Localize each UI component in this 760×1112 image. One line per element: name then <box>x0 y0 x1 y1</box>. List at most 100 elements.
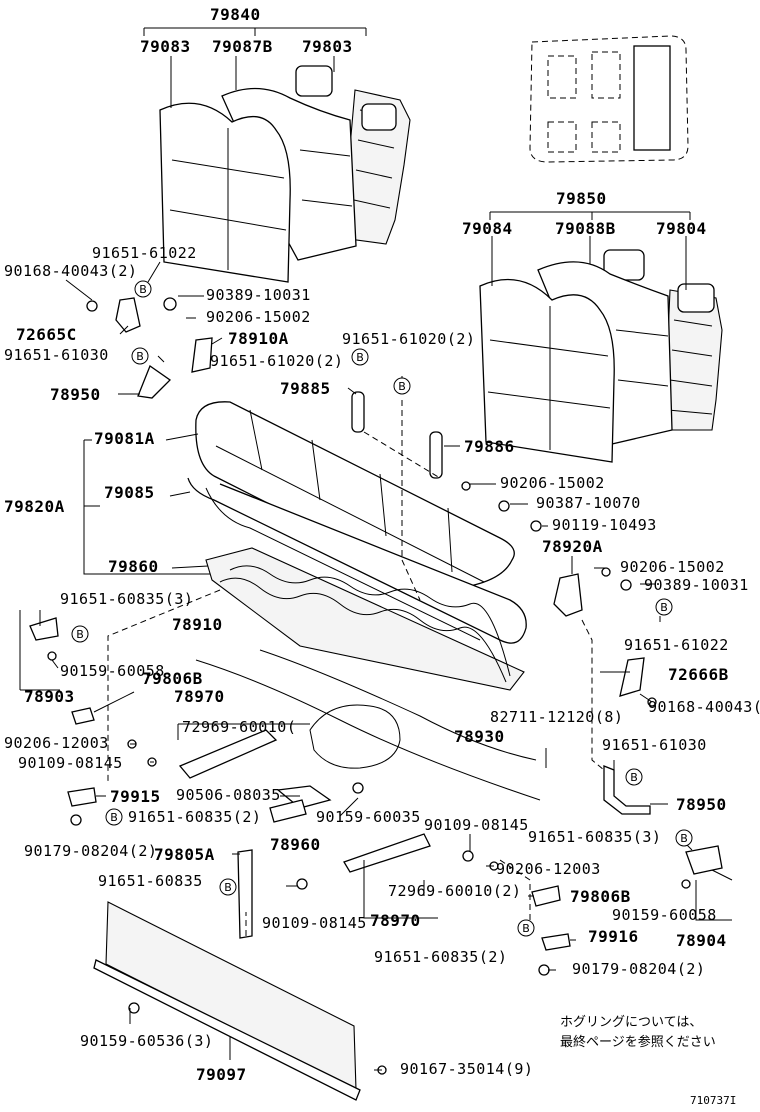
label-90168-40043-2: 90168-40043(2) <box>648 698 760 716</box>
b-marker: B <box>219 878 237 896</box>
catalog-number: 710737I <box>690 1094 736 1107</box>
b-marker: B <box>105 808 123 826</box>
b-markers: B B B B B B B B B B B <box>71 280 693 937</box>
svg-text:B: B <box>139 283 147 296</box>
label-90389-10031: 90389-10031 <box>206 286 311 304</box>
label-79084: 79084 <box>462 219 513 238</box>
label-90206-15002: 90206-15002 <box>620 558 725 576</box>
footnote: ホグリングについては、 最終ページを参照ください 710737I <box>560 1015 736 1107</box>
label-91651-60835-2: 91651-60835(2) <box>128 808 261 826</box>
label-90389-10031: 90389-10031 <box>644 576 749 594</box>
label-90167-35014-9: 90167-35014(9) <box>400 1060 533 1078</box>
label-91651-61022: 91651-61022 <box>624 636 729 654</box>
seat-cushion-drawing <box>187 401 527 691</box>
b-marker: B <box>134 280 152 298</box>
label-90206-12003: 90206-12003 <box>4 734 109 752</box>
label-79804: 79804 <box>656 219 707 238</box>
label-91651-60835: 91651-60835 <box>98 872 203 890</box>
label-90506-08035: 90506-08035 <box>176 786 281 804</box>
label-90387-10070: 90387-10070 <box>536 494 641 512</box>
label-78970: 78970 <box>370 911 421 930</box>
label-72666B: 72666B <box>668 665 729 684</box>
svg-text:B: B <box>398 380 406 393</box>
label-91651-61030: 91651-61030 <box>602 736 707 754</box>
label-90109-08145: 90109-08145 <box>262 914 367 932</box>
label-79083: 79083 <box>140 37 191 56</box>
label-91651-60835-2: 91651-60835(2) <box>374 948 507 966</box>
part-labels: 79840 79083 79087B 79803 79850 79084 790… <box>4 5 760 1084</box>
label-90179-08204-2: 90179-08204(2) <box>24 842 157 860</box>
b-marker: B <box>517 919 535 937</box>
label-91651-61020-2: 91651-61020(2) <box>342 330 475 348</box>
label-79081A: 79081A <box>94 429 155 448</box>
label-78910: 78910 <box>172 615 223 634</box>
seat-back-right-drawing <box>479 249 723 463</box>
label-90206-15002: 90206-15002 <box>500 474 605 492</box>
b-marker: B <box>351 348 369 366</box>
hog-ring-note-line1: ホグリングについては、 <box>560 1015 702 1030</box>
label-91651-60835-3: 91651-60835(3) <box>528 828 661 846</box>
label-79805A: 79805A <box>154 845 215 864</box>
svg-text:B: B <box>136 350 144 363</box>
label-91651-61022: 91651-61022 <box>92 244 197 262</box>
label-79097: 79097 <box>196 1065 247 1084</box>
label-78904: 78904 <box>676 931 727 950</box>
label-78950: 78950 <box>50 385 101 404</box>
label-79806B: 79806B <box>570 887 631 906</box>
hardware-drawings <box>29 297 723 1101</box>
label-79886: 79886 <box>464 437 515 456</box>
b-marker: B <box>131 347 149 365</box>
svg-text:B: B <box>110 811 118 824</box>
label-90159-60035: 90159-60035 <box>316 808 421 826</box>
b-marker: B <box>675 829 693 847</box>
label-90168-40043: 90168-40043(2) <box>4 262 137 280</box>
label-79085: 79085 <box>104 483 155 502</box>
b-marker: B <box>71 625 89 643</box>
label-90179-08204-2: 90179-08204(2) <box>572 960 705 978</box>
label-79860: 79860 <box>108 557 159 576</box>
hog-ring-note-line2: 最終ページを参照ください <box>560 1034 716 1050</box>
label-79850: 79850 <box>556 189 607 208</box>
label-90159-60058: 90159-60058 <box>612 906 717 924</box>
svg-text:B: B <box>76 628 84 641</box>
label-79806B: 79806B <box>142 669 203 688</box>
label-72969-60010-2: 72969-60010(2) <box>388 882 521 900</box>
svg-text:B: B <box>224 881 232 894</box>
label-82711-12120-8: 82711-12120(8) <box>490 708 623 726</box>
label-78910A: 78910A <box>228 329 289 348</box>
b-marker: B <box>393 377 411 395</box>
svg-text:B: B <box>660 601 668 614</box>
label-91651-60835-3: 91651-60835(3) <box>60 590 193 608</box>
label-79915: 79915 <box>110 787 161 806</box>
label-91651-61030: 91651-61030 <box>4 346 109 364</box>
label-78930: 78930 <box>454 727 505 746</box>
label-90109-08145: 90109-08145 <box>424 816 529 834</box>
b-marker: B <box>655 598 673 616</box>
svg-text:B: B <box>522 922 530 935</box>
svg-text:B: B <box>680 832 688 845</box>
svg-text:B: B <box>356 351 364 364</box>
label-90206-15002: 90206-15002 <box>206 308 311 326</box>
label-78920A: 78920A <box>542 537 603 556</box>
leader-lines <box>19 27 733 1071</box>
label-90159-60536-3: 90159-60536(3) <box>80 1032 213 1050</box>
label-79803: 79803 <box>302 37 353 56</box>
label-91651-61020-2: 91651-61020(2) <box>210 352 343 370</box>
label-90109-08145: 90109-08145 <box>18 754 123 772</box>
b-marker: B <box>625 768 643 786</box>
label-78960: 78960 <box>270 835 321 854</box>
seat-back-left-drawing <box>159 65 411 283</box>
label-90206-12003: 90206-12003 <box>496 860 601 878</box>
label-79916: 79916 <box>588 927 639 946</box>
label-79820A: 79820A <box>4 497 65 516</box>
label-72665C: 72665C <box>16 325 77 344</box>
label-79087B: 79087B <box>212 37 273 56</box>
label-78950: 78950 <box>676 795 727 814</box>
label-90159-60058: 90159-60058 <box>60 662 165 680</box>
label-79088B: 79088B <box>555 219 616 238</box>
label-78970: 78970 <box>174 687 225 706</box>
seat-pattern-inset <box>529 35 689 163</box>
label-79840: 79840 <box>210 5 261 24</box>
label-79885: 79885 <box>280 379 331 398</box>
